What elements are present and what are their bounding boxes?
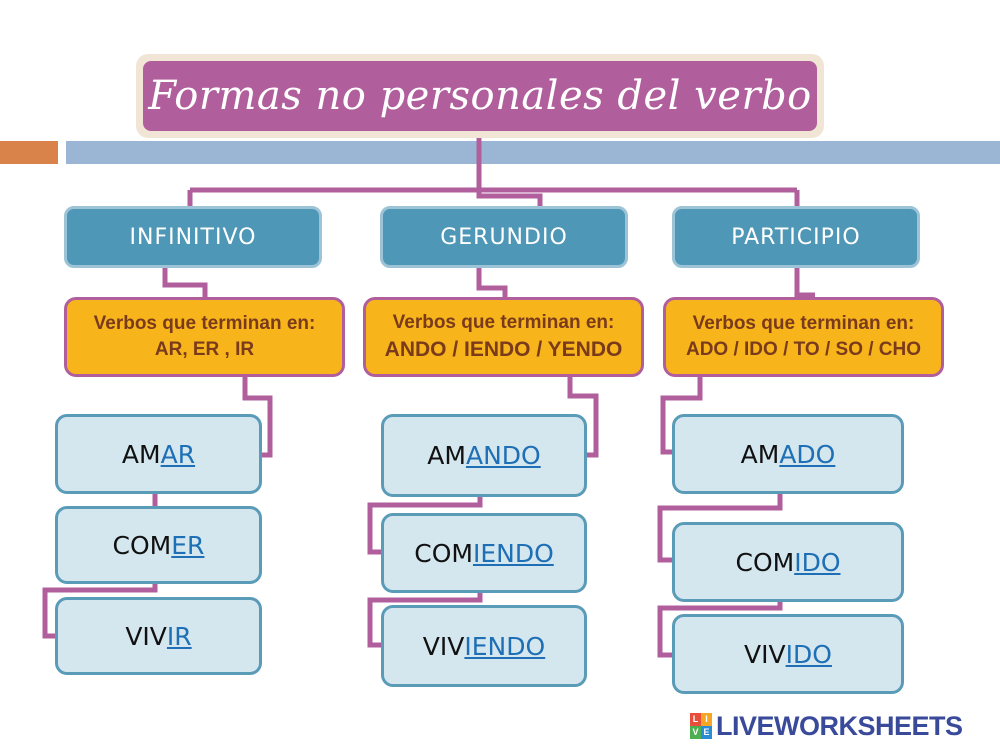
rule-infinitivo-line1: Verbos que terminan en: <box>93 313 316 335</box>
accent-bar-orange <box>0 141 58 164</box>
example-stem: AM <box>427 441 466 470</box>
liveworksheets-logo-text: LIVEWORKSHEETS <box>716 710 963 741</box>
example-suffix: AR <box>160 439 196 469</box>
example-stem: COM <box>112 530 172 560</box>
rule-participio-line2: ADO / IDO / TO / SO / CHO <box>685 339 922 360</box>
example-suffix: ER <box>171 530 205 560</box>
example-stem: COM <box>735 547 795 577</box>
example-stem: AM <box>740 439 780 469</box>
rule-gerundio-line2: ANDO / IENDO / YENDO <box>384 337 623 361</box>
category-gerundio: GERUNDIO <box>380 206 628 268</box>
rule-gerundio-line1: Verbos que terminan en: <box>392 312 615 333</box>
logo-icon-letter: E <box>701 726 712 739</box>
connector-gerundio-ex3 <box>367 592 483 648</box>
category-participio: PARTICIPIO <box>672 206 920 268</box>
example-suffix: ANDO <box>465 441 541 470</box>
diagram-title: Formas no personales del verbo <box>143 61 817 131</box>
category-infinitivo: INFINITIVO <box>64 206 322 268</box>
example-suffix: IENDO <box>464 631 546 661</box>
connector-participio-ex3 <box>657 602 783 658</box>
example-stem: VIV <box>744 639 786 669</box>
example-suffix: ADO <box>779 439 836 469</box>
accent-bar-blue <box>66 141 1000 164</box>
example-stem: AM <box>121 439 161 469</box>
example-stem: COM <box>414 538 473 568</box>
logo-icon-letter: I <box>701 713 712 726</box>
example-stem: VIV <box>125 621 167 651</box>
logo-icon-letter: L <box>690 713 701 726</box>
connector-participio-ex2 <box>657 492 783 563</box>
liveworksheets-logo-icon: L I V E <box>690 713 712 739</box>
example-suffix: IDO <box>794 547 841 577</box>
connector-participio-ex1 <box>660 377 703 455</box>
connector-gerundio-ex2 <box>367 495 483 555</box>
example-suffix: IENDO <box>472 538 554 568</box>
connector-participio-rule <box>794 268 815 298</box>
example-stem: VIV <box>422 631 465 661</box>
connector-infinitivo-ex3 <box>42 583 158 639</box>
connector-infinitivo-ex1 <box>242 377 273 458</box>
example-suffix: IDO <box>785 639 832 669</box>
rule-gerundio: Verbos que terminan en: ANDO / IENDO / Y… <box>363 297 644 377</box>
connector-infinitivo-rule <box>162 268 208 299</box>
connector-to-gerundio <box>476 190 543 208</box>
connector-gerundio-ex1 <box>567 377 599 458</box>
rule-infinitivo-line2: AR, ER , IR <box>154 339 255 360</box>
example-suffix: IR <box>166 621 192 651</box>
connector-gerundio-rule <box>476 268 508 299</box>
rule-infinitivo: Verbos que terminan en: AR, ER , IR <box>64 297 345 377</box>
rule-participio-line1: Verbos que terminan en: <box>692 313 915 335</box>
logo-icon-letter: V <box>690 726 701 739</box>
rule-participio: Verbos que terminan en: ADO / IDO / TO /… <box>663 297 944 377</box>
liveworksheets-logo: L I V E LIVEWORKSHEETS <box>690 710 963 742</box>
